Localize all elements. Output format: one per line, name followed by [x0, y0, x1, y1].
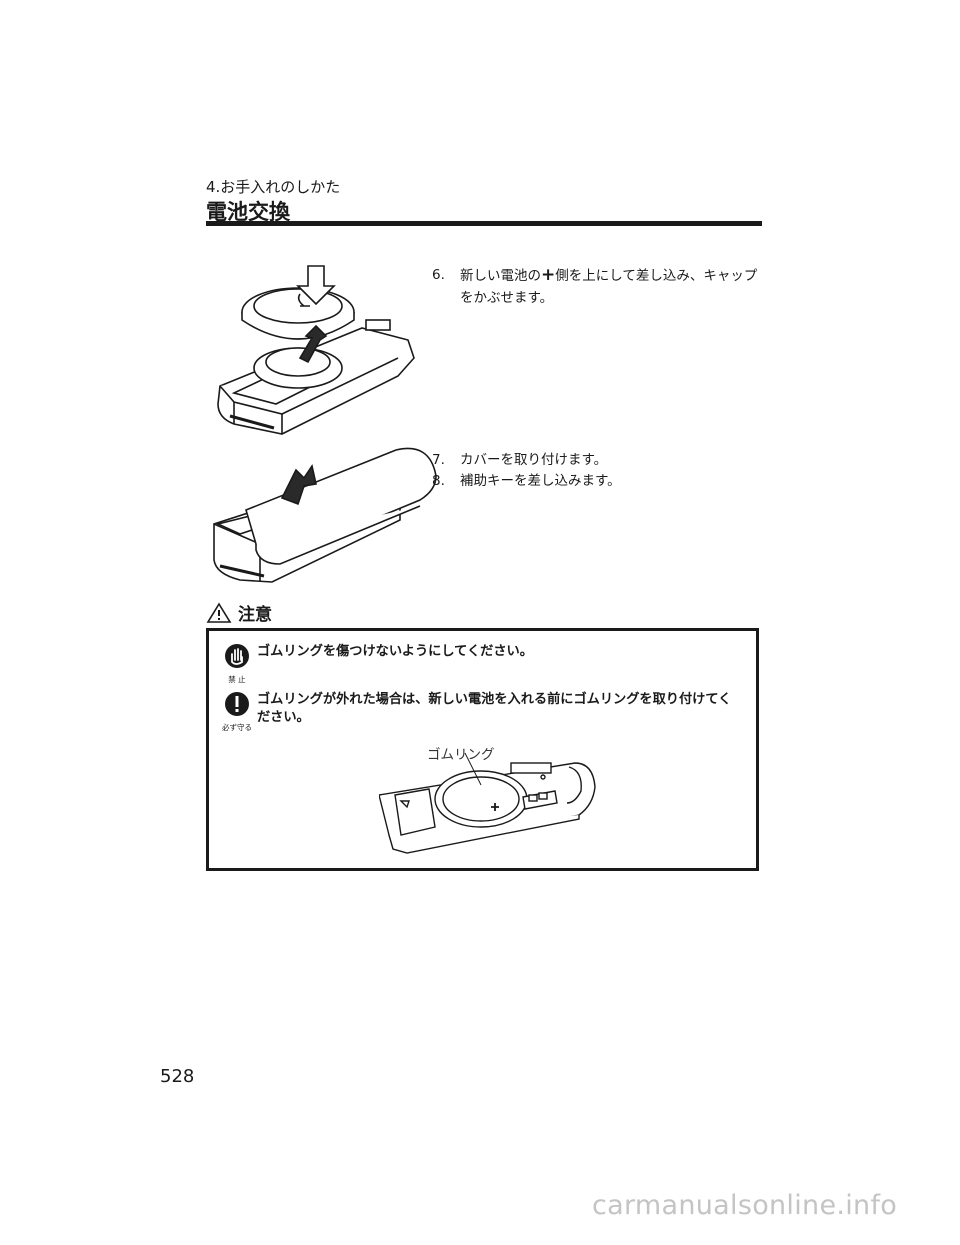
step-6-text-b: 側を上にして差し込み、キャップ	[555, 268, 758, 284]
step-6: 6. 新しい電池の+側を上にして差し込み、キャップ をかぶせます。	[432, 264, 757, 309]
caution-heading: 注意	[206, 600, 272, 625]
step-8-number: 8.	[432, 473, 445, 489]
caution-item-prohibit: 禁 止 ゴムリングを傷つけないようにしてください。	[219, 643, 533, 685]
caution-title: 注意	[238, 605, 272, 625]
warning-triangle-icon	[206, 601, 232, 623]
cover-attach-illustration	[213, 447, 437, 583]
step-7: 7. カバーを取り付けます。	[432, 449, 607, 471]
prohibit-badge: 禁 止	[219, 643, 255, 685]
step-7-number: 7.	[432, 452, 445, 468]
step-8: 8. 補助キーを差し込みます。	[432, 470, 621, 492]
prohibit-label: 禁 止	[228, 675, 246, 684]
prohibit-hand-icon	[225, 644, 249, 668]
page-number: 528	[160, 1066, 195, 1087]
step-6-text-c: をかぶせます。	[460, 290, 554, 306]
watermark: carmanualsonline.info	[592, 1190, 898, 1221]
section-heading: 4.お手入れのしかた	[206, 178, 341, 196]
rubber-ring-label: ゴムリング	[427, 747, 495, 763]
caution-box: 禁 止 ゴムリングを傷つけないようにしてください。 必ず守る ゴムリングが外れた…	[206, 628, 759, 871]
battery-insert-illustration	[217, 265, 415, 435]
step-8-text: 補助キーを差し込みます。	[460, 473, 621, 489]
mandatory-badge: 必ず守る	[219, 691, 255, 733]
caution-item-mandatory: 必ず守る ゴムリングが外れた場合は、新しい電池を入れる前にゴムリングを取り付けて…	[219, 691, 731, 733]
exclamation-circle-icon	[225, 692, 249, 716]
caution-text-2-line1: ゴムリングが外れた場合は、新しい電池を入れる前にゴムリングを取り付けてく	[257, 692, 732, 707]
mandatory-label: 必ず守る	[222, 723, 252, 732]
page-title: 電池交換	[206, 200, 290, 224]
plus-symbol: +	[541, 265, 556, 285]
step-6-number: 6.	[432, 267, 445, 283]
rubber-ring-illustration	[379, 752, 596, 854]
title-rule	[206, 221, 762, 226]
step-6-text-a: 新しい電池の	[460, 268, 541, 284]
caution-text-2-line2: ださい。	[257, 710, 310, 725]
caution-text-1: ゴムリングを傷つけないようにしてください。	[257, 644, 533, 659]
caution-text-2: ゴムリングが外れた場合は、新しい電池を入れる前にゴムリングを取り付けてく ださい…	[257, 691, 731, 733]
step-7-text: カバーを取り付けます。	[460, 452, 608, 468]
